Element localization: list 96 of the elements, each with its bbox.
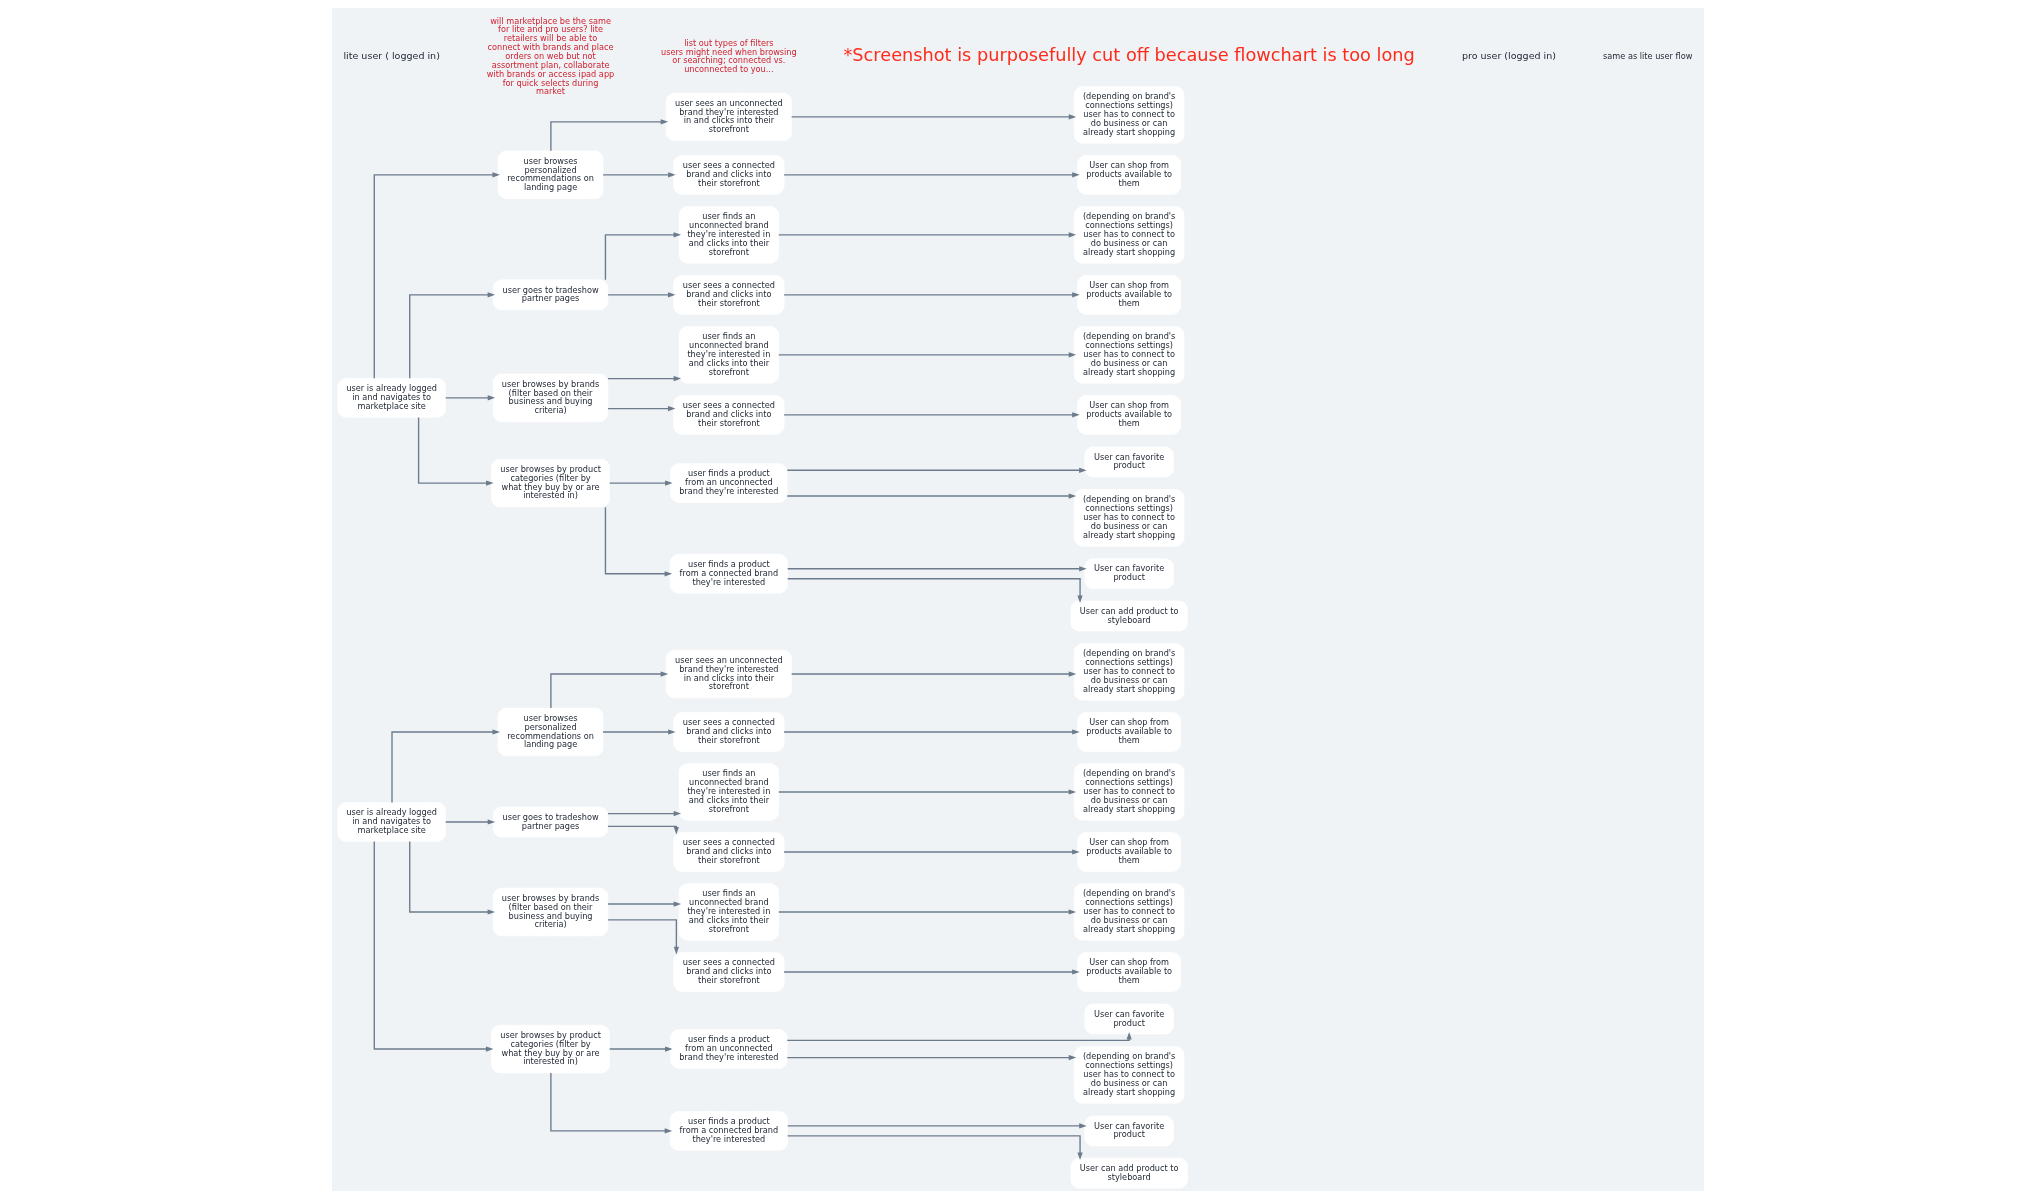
arrow bbox=[373, 172, 500, 379]
node-box: user sees a connected brand and clicks into their storefront bbox=[672, 952, 784, 992]
node-box: (depending on brand's connections settings) user has to connect to do business or can already start shopping bbox=[1073, 206, 1184, 264]
node-box: user sees a connected brand and clicks into their storefront bbox=[672, 155, 784, 195]
arrow bbox=[408, 840, 495, 915]
label: will marketplace be the same for lite and pro users? lite retailers will be able to connect with brands and place orders on web but not assortment plan, collaborate with brands or access ipad app for quick selects during market bbox=[486, 15, 614, 97]
arrow bbox=[606, 811, 681, 817]
node-box: User can favorite product bbox=[1084, 1003, 1174, 1035]
node-box: User can add product to styleboard bbox=[1070, 600, 1188, 632]
arrow bbox=[601, 729, 676, 735]
node-box: User can favorite product bbox=[1084, 558, 1174, 590]
label: lite user ( logged in) bbox=[342, 50, 440, 62]
node-box: user browses personalized recommendations on landing page bbox=[497, 707, 603, 757]
node-box: User can favorite product bbox=[1084, 1115, 1174, 1147]
arrow bbox=[782, 729, 1080, 735]
node-box: User can shop from products available to them bbox=[1076, 275, 1181, 315]
arrow bbox=[782, 969, 1080, 975]
node-box: (depending on brand's connections settings) user has to connect to do business or can already start shopping bbox=[1073, 1046, 1184, 1104]
node-box: (depending on brand's connections settings) user has to connect to do business or can already start shopping bbox=[1073, 883, 1184, 941]
arrow bbox=[777, 789, 1076, 795]
node-box: user finds an unconnected brand they're interested in and clicks into their storefront bbox=[678, 883, 779, 941]
arrow bbox=[782, 292, 1080, 298]
arrow bbox=[777, 909, 1076, 915]
arrow bbox=[782, 172, 1080, 178]
arrow bbox=[444, 395, 495, 401]
node-box: user browses by product categories (filter by what they buy by or are interested in) bbox=[490, 458, 610, 508]
node-box: user sees an unconnected brand they're interested in and clicks into their storefront bbox=[665, 649, 792, 699]
arrow bbox=[782, 412, 1080, 418]
arrow bbox=[549, 1072, 672, 1134]
node-box: user is already logged in and navigates to marketplace site bbox=[336, 802, 446, 842]
arrow bbox=[606, 375, 681, 382]
arrow bbox=[549, 119, 668, 152]
node-box: User can shop from products available to them bbox=[1076, 952, 1181, 992]
arrow bbox=[777, 232, 1076, 238]
node-box: user is already logged in and navigates to marketplace site bbox=[336, 378, 446, 418]
arrow bbox=[786, 1032, 1132, 1042]
node-box: user finds an unconnected brand they're interested in and clicks into their storefront bbox=[678, 763, 779, 821]
arrow bbox=[782, 849, 1080, 855]
node-box: user sees a connected brand and clicks into their storefront bbox=[672, 395, 784, 435]
arrow bbox=[790, 114, 1076, 120]
node-box: user sees a connected brand and clicks into their storefront bbox=[672, 275, 784, 315]
arrow bbox=[601, 172, 676, 178]
arrow bbox=[786, 578, 1083, 603]
arrow bbox=[604, 232, 681, 281]
node-box: user browses by brands (filter based on their business and buying criteria) bbox=[492, 887, 608, 937]
node-box: (depending on brand's connections settings) user has to connect to do business or can already start shopping bbox=[1073, 326, 1184, 384]
arrow bbox=[390, 729, 500, 804]
arrow bbox=[606, 901, 681, 907]
node-box: user browses by product categories (filter by what they buy by or are interested in) bbox=[490, 1024, 610, 1074]
node-box: user browses by brands (filter based on their business and buying criteria) bbox=[492, 373, 608, 423]
node-box: user browses personalized recommendations on landing page bbox=[497, 150, 603, 200]
node-box: user finds a product from a connected brand they're interested bbox=[669, 1111, 788, 1151]
node-box: user sees a connected brand and clicks into their storefront bbox=[672, 832, 784, 872]
node-box: user goes to tradeshow partner pages bbox=[492, 806, 608, 838]
arrow bbox=[786, 1135, 1083, 1161]
arrow bbox=[408, 292, 495, 379]
arrow bbox=[786, 566, 1087, 572]
arrow bbox=[786, 467, 1087, 473]
arrow bbox=[373, 840, 493, 1052]
label: *Screenshot is purposefully cut off because flowchart is too long bbox=[842, 45, 1415, 66]
node-box: User can shop from products available to them bbox=[1076, 712, 1181, 752]
arrow bbox=[790, 671, 1076, 677]
arrow bbox=[786, 1054, 1076, 1061]
label: pro user (logged in) bbox=[1461, 50, 1556, 62]
node-box: User can shop from products available to them bbox=[1076, 155, 1181, 195]
node-box: user finds an unconnected brand they're interested in and clicks into their storefront bbox=[678, 326, 779, 384]
node-box: User can favorite product bbox=[1084, 446, 1174, 478]
node-box: user finds a product from a connected brand they're interested bbox=[669, 554, 788, 594]
arrow bbox=[606, 292, 675, 298]
node-box: user finds a product from an unconnected brand they're interested bbox=[669, 1029, 787, 1069]
arrow bbox=[777, 352, 1076, 358]
arrow bbox=[606, 405, 675, 412]
node-box: (depending on brand's connections settings) user has to connect to do business or can already start shopping bbox=[1073, 643, 1184, 701]
arrow bbox=[549, 671, 668, 709]
arrow bbox=[606, 825, 679, 835]
arrow bbox=[444, 819, 495, 825]
node-box: user goes to tradeshow partner pages bbox=[492, 279, 608, 311]
node-box: user sees a connected brand and clicks into their storefront bbox=[672, 712, 784, 752]
label: same as lite user flow bbox=[1602, 50, 1692, 61]
node-box: user sees an unconnected brand they're interested in and clicks into their storefront bbox=[665, 92, 792, 142]
node-box: User can add product to styleboard bbox=[1070, 1157, 1188, 1189]
node-box: (depending on brand's connections settings) user has to connect to do business or can already start shopping bbox=[1073, 489, 1184, 547]
label: list out types of filters users might need when browsing or searching; connected vs. unconnected to you... bbox=[660, 37, 797, 75]
node-box: (depending on brand's connections settings) user has to connect to do business or can already start shopping bbox=[1073, 763, 1184, 821]
node-box: user finds an unconnected brand they're interested in and clicks into their storefront bbox=[678, 206, 779, 264]
arrow bbox=[417, 416, 494, 486]
arrow bbox=[606, 919, 679, 955]
node-box: User can shop from products available to them bbox=[1076, 832, 1181, 872]
arrow bbox=[608, 480, 673, 486]
node-box: user finds a product from an unconnected brand they're interested bbox=[669, 463, 787, 503]
arrow bbox=[786, 1123, 1087, 1129]
arrow bbox=[608, 1046, 673, 1052]
arrow bbox=[604, 506, 672, 577]
node-box: User can shop from products available to them bbox=[1076, 395, 1181, 435]
node-box: (depending on brand's connections settings) user has to connect to do business or can already start shopping bbox=[1073, 86, 1184, 144]
arrow bbox=[786, 493, 1076, 499]
